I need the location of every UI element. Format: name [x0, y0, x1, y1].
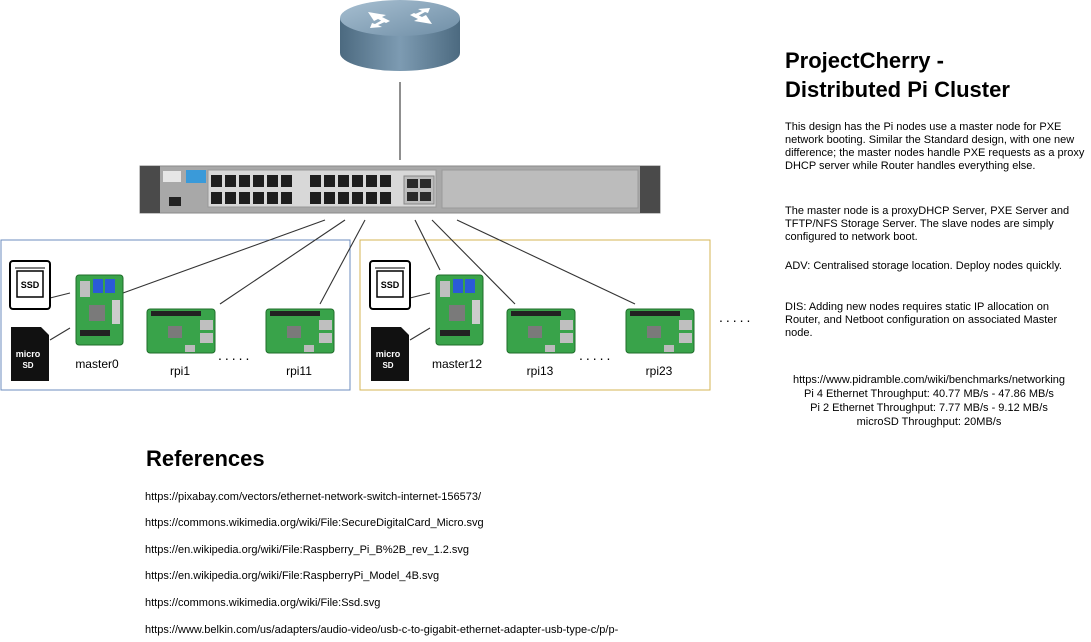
stats-line: Pi 4 Ethernet Throughput: 40.77 MB/s - 4…: [804, 388, 1054, 400]
reference-link[interactable]: https://commons.wikimedia.org/wiki/File:…: [145, 597, 381, 609]
reference-link[interactable]: https://en.wikipedia.org/wiki/File:Raspb…: [145, 544, 470, 556]
stats-line: https://www.pidramble.com/wiki/benchmark…: [792, 374, 1066, 386]
microsd-label: micro: [376, 349, 401, 359]
microsd-icon: micro SD: [11, 327, 49, 381]
ssd-icon: SSD: [9, 260, 51, 310]
stats-line: microSD Throughput: 20MB/s: [856, 416, 1002, 428]
group-box-1: [0, 239, 351, 391]
ssd-icon: SSD: [369, 260, 411, 310]
ellipsis: .....: [579, 347, 614, 363]
description-paragraph: This design has the Pi nodes use a maste…: [785, 121, 1085, 172]
raspberry-pi-4-icon: [435, 274, 484, 346]
ssd-label: SSD: [381, 280, 400, 290]
router-icon: [340, 0, 460, 71]
microsd-label: micro: [16, 349, 41, 359]
description-paragraph: ADV: Centralised storage location. Deplo…: [785, 260, 1062, 272]
title-line: Distributed Pi Cluster: [785, 77, 1010, 102]
raspberry-pi-4-icon: [75, 274, 124, 346]
connection-lines: [49, 82, 636, 341]
slave-label: rpi23: [645, 364, 673, 378]
ellipsis: .....: [218, 347, 253, 363]
description-paragraph: DIS: Adding new nodes requires static IP…: [785, 301, 1058, 339]
raspberry-pi-b-icon: [265, 308, 335, 354]
network-switch-icon: [139, 165, 661, 214]
reference-link[interactable]: https://en.wikipedia.org/wiki/File:Raspb…: [145, 570, 440, 582]
stats-line: Pi 2 Ethernet Throughput: 7.77 MB/s - 9.…: [810, 402, 1048, 414]
slave-label: rpi11: [286, 364, 312, 378]
references-heading: References: [146, 446, 265, 471]
svg-text:SD: SD: [382, 361, 393, 370]
raspberry-pi-b-icon: [506, 308, 576, 354]
reference-link[interactable]: https://www.belkin.com/us/adapters/audio…: [145, 624, 619, 636]
slave-label: rpi1: [169, 364, 190, 378]
microsd-icon: micro SD: [371, 327, 409, 381]
reference-link[interactable]: https://pixabay.com/vectors/ethernet-net…: [145, 491, 482, 503]
master-label: master0: [75, 357, 119, 371]
raspberry-pi-b-icon: [625, 308, 695, 354]
ellipsis: .....: [719, 309, 754, 325]
raspberry-pi-b-icon: [146, 308, 216, 354]
page-title: ProjectCherry - Distributed Pi Cluster: [785, 46, 1085, 104]
slave-label: rpi13: [526, 364, 554, 378]
benchmark-stats: https://www.pidramble.com/wiki/benchmark…: [770, 373, 1088, 429]
group-box-2: [359, 239, 711, 391]
ssd-label: SSD: [21, 280, 40, 290]
master-label: master12: [431, 357, 483, 371]
reference-link[interactable]: https://commons.wikimedia.org/wiki/File:…: [145, 517, 484, 529]
description-paragraph: The master node is a proxyDHCP Server, P…: [785, 205, 1070, 243]
svg-text:SD: SD: [22, 361, 33, 370]
title-line: ProjectCherry -: [785, 48, 944, 73]
